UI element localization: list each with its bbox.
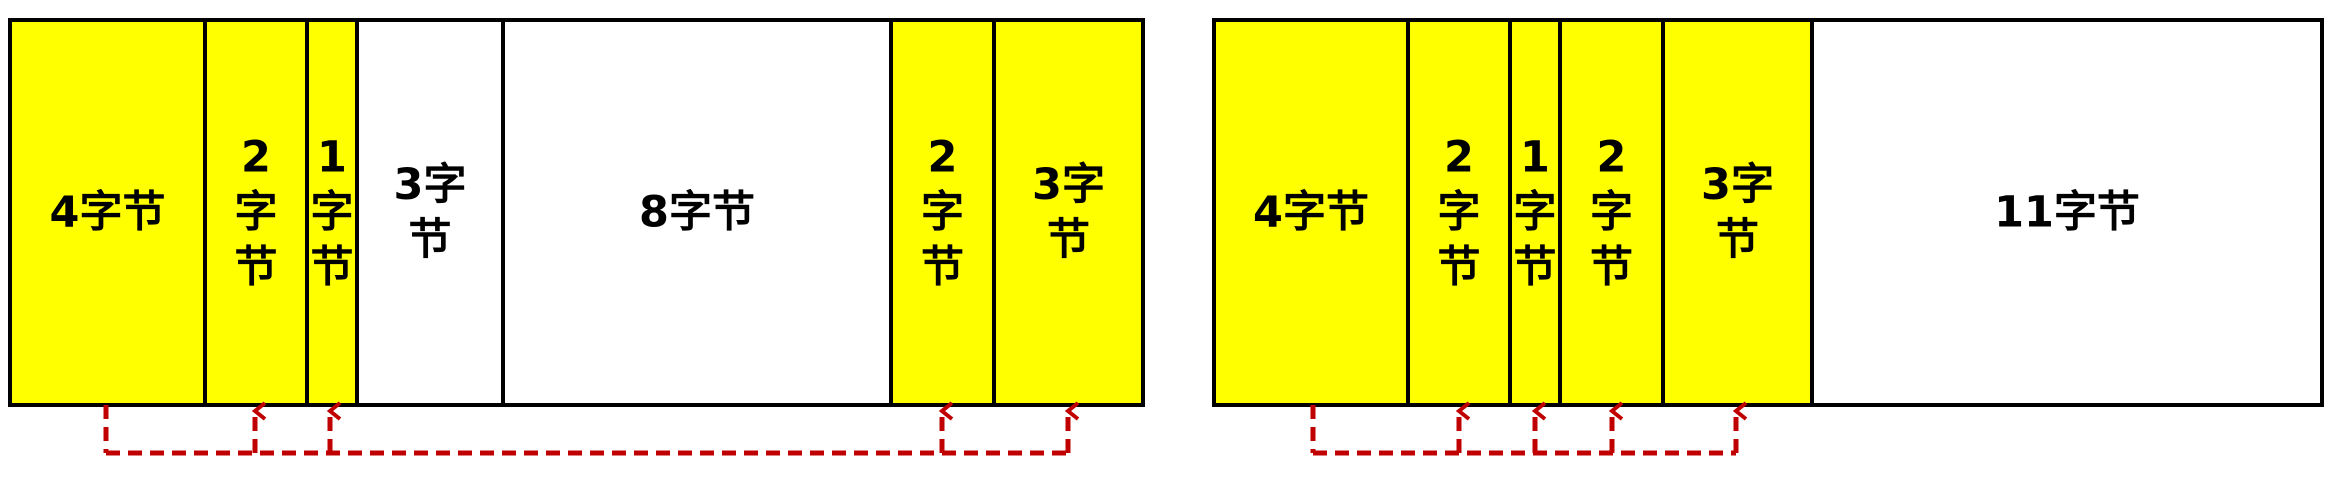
memory-block-label: 2 bbox=[241, 133, 271, 183]
memory-block-label: 2 bbox=[1444, 133, 1474, 183]
memory-block-used bbox=[992, 18, 1145, 407]
memory-block-free bbox=[355, 18, 505, 407]
memory-block-label: 2 bbox=[928, 133, 958, 183]
memory-block-used bbox=[1661, 18, 1814, 407]
memory-block-label: 节 bbox=[235, 243, 278, 293]
memory-block-label: 字 bbox=[1590, 188, 1633, 238]
memory-block-free bbox=[1810, 18, 2324, 407]
memory-block-label: 8字节 bbox=[639, 188, 755, 238]
memory-block-label: 字 bbox=[921, 188, 964, 238]
memory-block-free bbox=[501, 18, 893, 407]
memory-block-label: 4字节 bbox=[50, 188, 166, 238]
memory-block-label: 节 bbox=[1047, 215, 1090, 265]
memory-block-label: 3字 bbox=[1032, 160, 1105, 210]
memory-block-label: 字 bbox=[235, 188, 278, 238]
memory-block-label: 4字节 bbox=[1253, 188, 1369, 238]
memory-block-used bbox=[203, 18, 309, 407]
memory-block-label: 1 bbox=[1520, 133, 1550, 183]
memory-block-used bbox=[8, 18, 207, 407]
memory-block-label: 节 bbox=[1514, 243, 1557, 293]
memory-block-label: 节 bbox=[1716, 215, 1759, 265]
memory-block-label: 节 bbox=[1590, 243, 1633, 293]
memory-block-label: 3字 bbox=[394, 160, 467, 210]
memory-block-label: 3字 bbox=[1701, 160, 1774, 210]
memory-block-label: 11字节 bbox=[1994, 188, 2140, 238]
memory-block-used bbox=[1558, 18, 1665, 407]
memory-block-label: 字 bbox=[311, 188, 354, 238]
memory-block-used bbox=[1212, 18, 1410, 407]
memory-block-label: 1 bbox=[317, 133, 347, 183]
memory-block-label: 节 bbox=[311, 243, 354, 293]
memory-block-label: 字 bbox=[1514, 188, 1557, 238]
memory-block-label: 节 bbox=[409, 215, 452, 265]
memory-block-label: 节 bbox=[1438, 243, 1481, 293]
memory-block-label: 字 bbox=[1438, 188, 1481, 238]
memory-block-label: 2 bbox=[1597, 133, 1627, 183]
memory-block-label: 节 bbox=[921, 243, 964, 293]
